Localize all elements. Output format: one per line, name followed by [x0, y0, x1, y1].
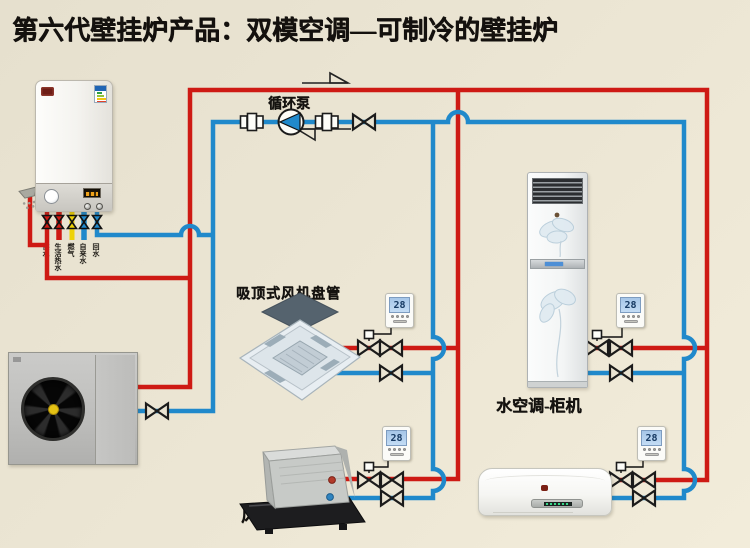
boiler-port-valve-icons	[40, 214, 104, 230]
side-panel	[96, 355, 135, 464]
thermostat-wall-ac: 28	[637, 426, 666, 461]
flow-arrow-right-icon	[302, 71, 352, 84]
thermostat-lcd: 28	[641, 430, 662, 446]
page-title: 第六代壁挂炉产品：双模空调—可制冷的壁挂炉	[12, 16, 559, 45]
boiler-knob	[96, 203, 103, 210]
shower-head-icon	[18, 186, 38, 210]
wall-split-ac-unit	[478, 468, 612, 516]
air-outlet-slot	[493, 511, 573, 513]
split-ac-display	[531, 499, 583, 508]
port-label-tap-water: 自来水	[79, 243, 87, 264]
ducted-fan-coil-unit	[235, 440, 375, 540]
motorized-valve-actuators	[363, 329, 627, 473]
circulation-pump-icon	[277, 108, 305, 136]
thermostat-floor-unit: 28	[616, 293, 645, 328]
thermostat-button-bar	[389, 453, 404, 456]
fan-hub	[48, 404, 59, 415]
port-label-return: 回水	[92, 243, 100, 257]
cassette-label: 吸顶式风机盘管	[236, 287, 341, 302]
thermostat-lcd: 28	[620, 297, 641, 313]
thermostat-button-bar	[623, 320, 638, 323]
thermostat-button-bar	[392, 320, 407, 323]
flower-art-lower	[539, 288, 576, 378]
pump-label: 循环泵	[268, 97, 310, 112]
thermostat-lcd: 28	[386, 430, 407, 446]
thermostat-fan-coil: 28	[382, 426, 411, 461]
thermostat-buttons	[383, 448, 410, 451]
panel-divider	[95, 355, 96, 464]
body-highlight	[485, 475, 605, 487]
thermostat-lcd: 28	[389, 297, 410, 313]
heat-pump-outdoor-unit	[8, 352, 138, 465]
thermostat-cassette: 28	[385, 293, 414, 328]
cassette-drawing	[238, 292, 362, 401]
wall-hung-boiler	[35, 80, 113, 212]
fan-coil-drawing	[239, 445, 366, 534]
boiler-display	[83, 188, 101, 198]
thermostat-buttons	[638, 448, 665, 451]
heat-pump-logo	[13, 357, 21, 362]
boiler-control-panel	[36, 183, 112, 211]
thermostat-buttons	[617, 315, 644, 318]
split-ac-logo	[541, 485, 548, 491]
control-display-band	[530, 259, 585, 269]
pump-union-fitting-icon	[239, 112, 339, 132]
flower-art-upper	[539, 212, 575, 257]
thermostat-button-bar	[644, 453, 659, 456]
thermostat-buttons	[386, 315, 413, 318]
port-label-gas: 燃气	[67, 243, 75, 257]
ceiling-cassette-unit	[228, 282, 368, 407]
energy-rating-sticker	[94, 85, 107, 103]
cabinet-lcd	[545, 262, 563, 266]
boiler-logo	[41, 87, 54, 96]
cabinet-base	[528, 381, 587, 387]
floor-cabinet-label: 水空调-柜机	[496, 398, 582, 415]
floor-cabinet-ac-unit	[527, 172, 588, 388]
boiler-knob	[84, 203, 91, 210]
pressure-gauge-icon	[44, 189, 59, 204]
air-outlet-grille	[532, 178, 583, 204]
port-label-dhw: 生活热水	[54, 243, 62, 271]
